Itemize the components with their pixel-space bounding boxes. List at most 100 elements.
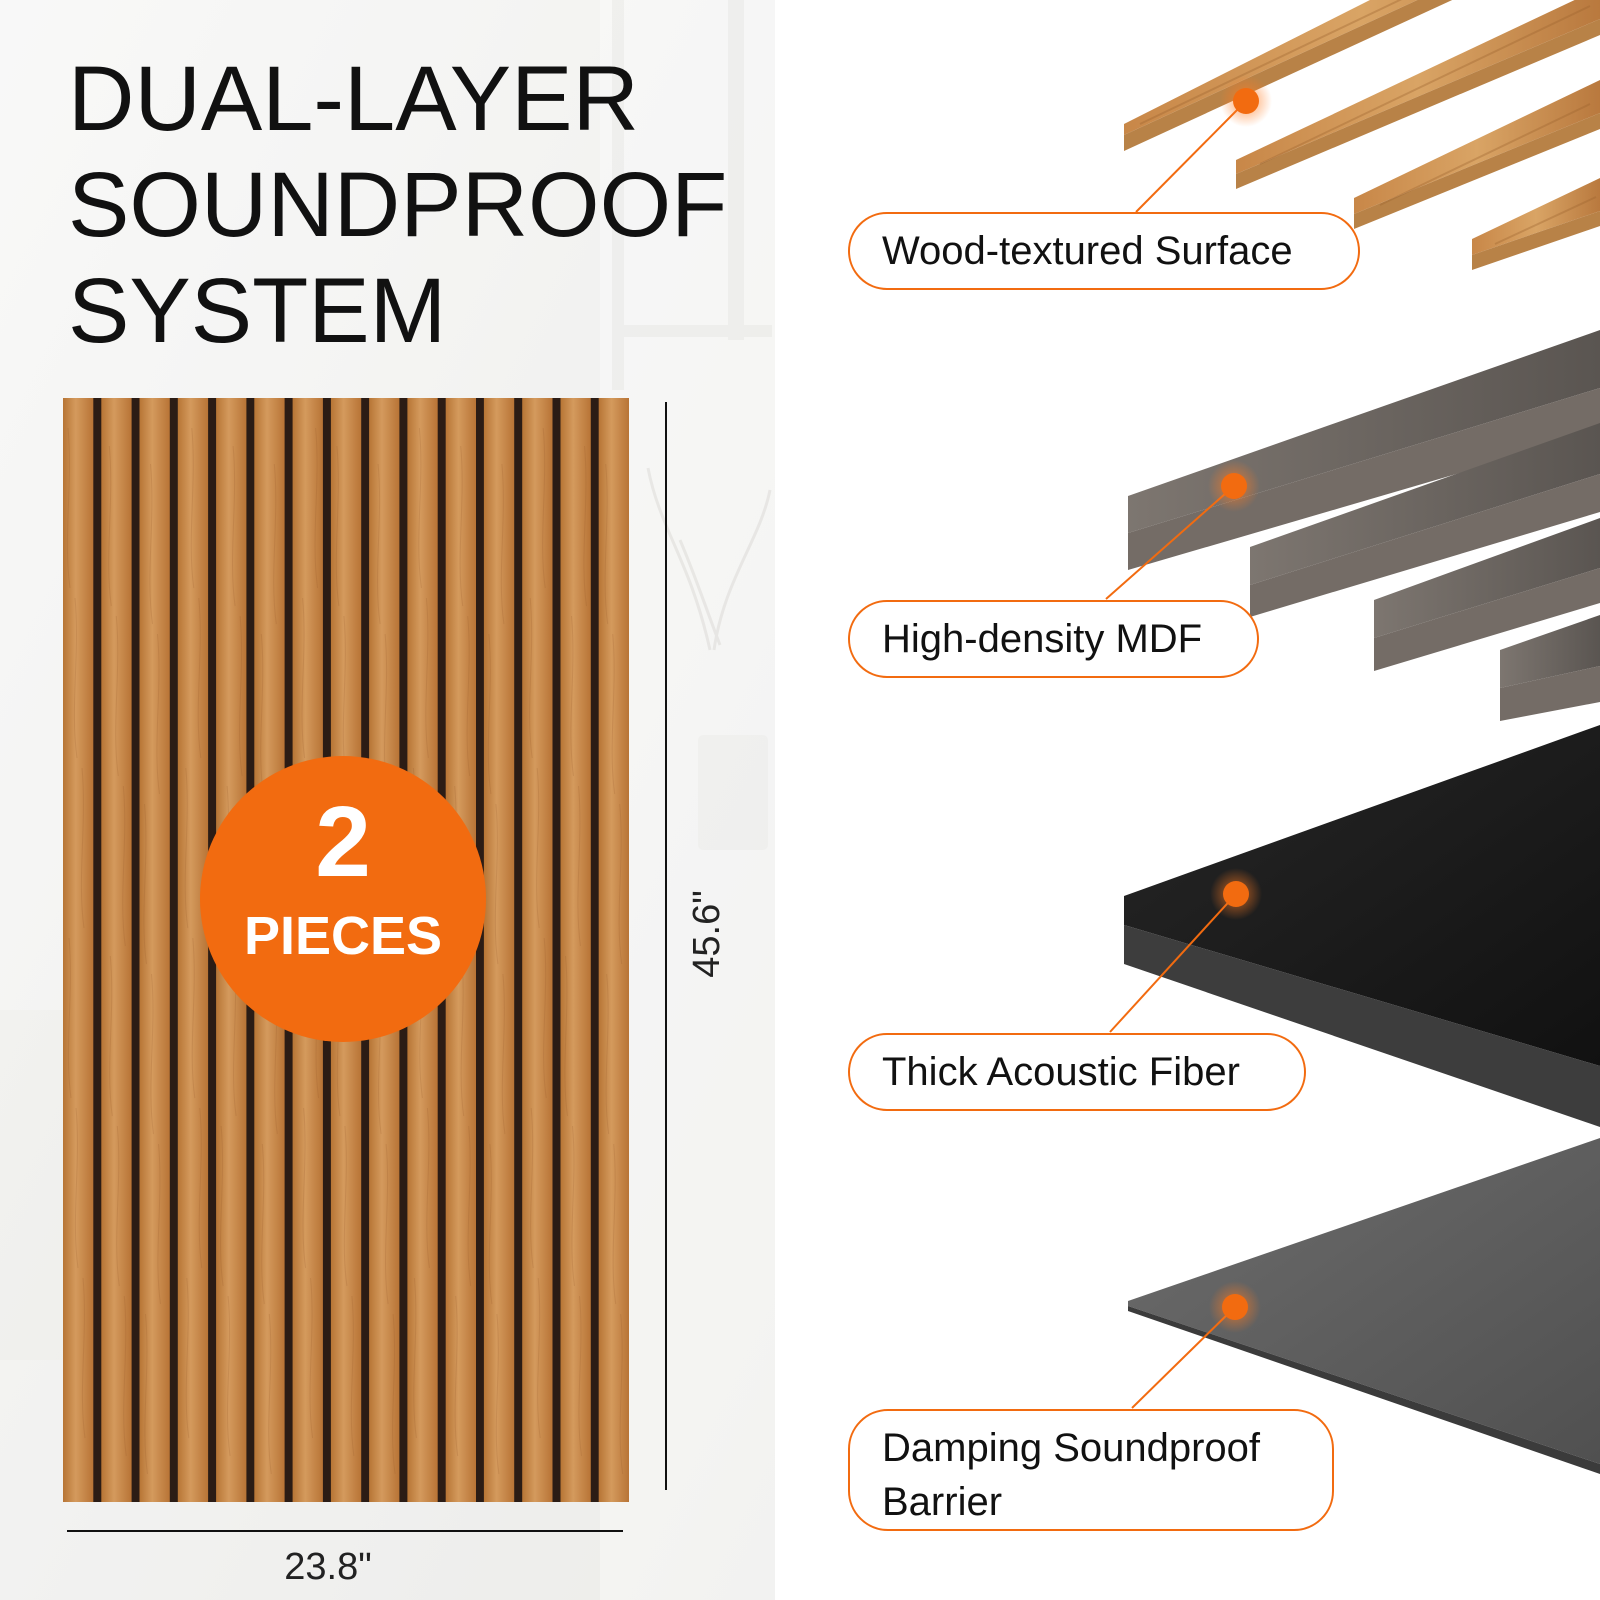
- wood-grain-line: [302, 1107, 307, 1269]
- wood-grain-line: [239, 615, 243, 777]
- wood-grain-line: [227, 1295, 231, 1457]
- piece-count-badge: 2 PIECES: [200, 756, 486, 1042]
- wood-grain-line: [488, 1143, 493, 1305]
- wood-grain-line: [144, 1313, 148, 1475]
- wood-grain-line: [570, 615, 574, 777]
- mdf-callout: High-density MDF: [848, 600, 1259, 678]
- wood-grain-line: [611, 633, 616, 795]
- piece-count-unit: PIECES: [243, 906, 443, 966]
- wood-grain-line: [418, 427, 422, 589]
- wood-grain-line: [618, 803, 623, 965]
- wood-slat: [177, 398, 209, 1502]
- callout-dots: [1208, 75, 1272, 1333]
- wood-grain-line: [123, 1295, 127, 1457]
- wood-grain-line: [536, 767, 540, 929]
- wood-grain-line: [261, 1143, 265, 1305]
- wood-grain-line: [156, 633, 160, 795]
- wood-grain-line: [426, 1107, 430, 1269]
- wood-grain-line: [500, 463, 505, 625]
- wood-grain-line: [108, 445, 112, 607]
- wood-grain-line: [413, 1277, 417, 1439]
- wood-grain-line: [529, 597, 533, 759]
- wood-grain-line: [184, 767, 189, 929]
- wood-grain-line: [467, 1125, 472, 1287]
- wood-grain-line: [487, 633, 492, 795]
- wood-grain-line: [143, 803, 147, 965]
- wood-slat: [560, 398, 591, 1502]
- acoustic-fiber-callout: Thick Acoustic Fiber: [848, 1033, 1306, 1111]
- wood-grain-line: [191, 937, 196, 1099]
- wood-grain-line: [314, 427, 319, 589]
- wood-grain-line: [109, 955, 113, 1117]
- wood-grain-line: [392, 1313, 396, 1475]
- wood-grain-line: [537, 1277, 541, 1439]
- wood-grain-line: [385, 1143, 389, 1305]
- wood-grain-line: [268, 1313, 272, 1475]
- wood-grain-line: [577, 785, 581, 947]
- wood-grain-line: [149, 463, 153, 625]
- wood-grain-line: [116, 1125, 120, 1287]
- wood-grain-line: [185, 1277, 190, 1439]
- wood-grain-line: [530, 1107, 534, 1269]
- wood-grain-line: [190, 427, 195, 589]
- wood-grain-line: [67, 937, 72, 1099]
- wood-grain-line: [501, 973, 506, 1135]
- wood-grain-line: [122, 785, 126, 947]
- wood-grain-line: [605, 973, 610, 1135]
- soundproof-barrier-callout: Damping Soundproof Barrier: [848, 1409, 1334, 1531]
- wood-grain-line: [578, 1295, 582, 1457]
- wood-textured-surface-layer: [1124, 0, 1600, 270]
- wood-grain-line: [115, 615, 119, 777]
- wood-grain-line: [619, 1313, 624, 1475]
- wood-grain-line: [198, 1107, 203, 1269]
- wood-grain-line: [543, 937, 547, 1099]
- wood-grain-line: [74, 1107, 79, 1269]
- wood-grain-line: [425, 597, 429, 759]
- wood-grain-line: [604, 463, 609, 625]
- headline-line-2: SOUNDPROOF: [68, 154, 728, 256]
- wood-grain-line: [454, 1295, 459, 1457]
- wood-grain-line: [197, 597, 202, 759]
- wood-slat: [522, 398, 553, 1502]
- wood-surface-callout: Wood-textured Surface: [848, 212, 1360, 290]
- wood-grain-line: [564, 955, 568, 1117]
- damping-soundproof-barrier-layer: [1128, 1138, 1600, 1474]
- wood-grain-line: [301, 597, 306, 759]
- thick-acoustic-fiber-layer: [1124, 725, 1600, 1127]
- headline-line-3: SYSTEM: [68, 260, 447, 362]
- wood-grain-line: [459, 445, 464, 607]
- wood-slat: [483, 398, 515, 1502]
- headline-line-1: DUAL-LAYER: [68, 48, 639, 150]
- wood-grain-line: [150, 973, 154, 1135]
- wood-grain-line: [571, 1125, 575, 1287]
- height-dimension-label: 45.6": [686, 890, 728, 978]
- wood-grain-line: [81, 1277, 86, 1439]
- wood-grain-line: [350, 1295, 355, 1457]
- wood-grain-line: [343, 1125, 348, 1287]
- wood-grain-line: [157, 1143, 161, 1305]
- piece-count-number: 2: [315, 786, 371, 898]
- wood-grain-line: [612, 1143, 617, 1305]
- wood-grain-line: [260, 633, 264, 795]
- wood-grain-line: [73, 597, 78, 759]
- headline: DUAL-LAYER SOUNDPROOF SYSTEM: [68, 46, 727, 364]
- callout-leaders: [1105, 100, 1247, 1409]
- dimension-lines: [67, 402, 667, 1532]
- wood-slat: [101, 398, 132, 1502]
- wood-slat: [63, 398, 94, 1502]
- wood-grain-line: [335, 445, 340, 607]
- wood-grain-line: [66, 427, 71, 589]
- wood-grain-line: [495, 1313, 500, 1475]
- wood-grain-line: [273, 463, 277, 625]
- wood-slat: [139, 398, 170, 1502]
- wood-grain-line: [466, 615, 471, 777]
- wood-grain-line: [494, 803, 499, 965]
- wood-grain-line: [220, 1125, 224, 1287]
- wood-grain-line: [309, 1277, 314, 1439]
- wood-grain-line: [80, 767, 85, 929]
- wood-grain-line: [377, 463, 381, 625]
- wood-slat: [598, 398, 629, 1502]
- wood-grain-line: [542, 427, 546, 589]
- wood-grain-line: [232, 445, 236, 607]
- width-dimension-label: 23.8": [284, 1546, 372, 1588]
